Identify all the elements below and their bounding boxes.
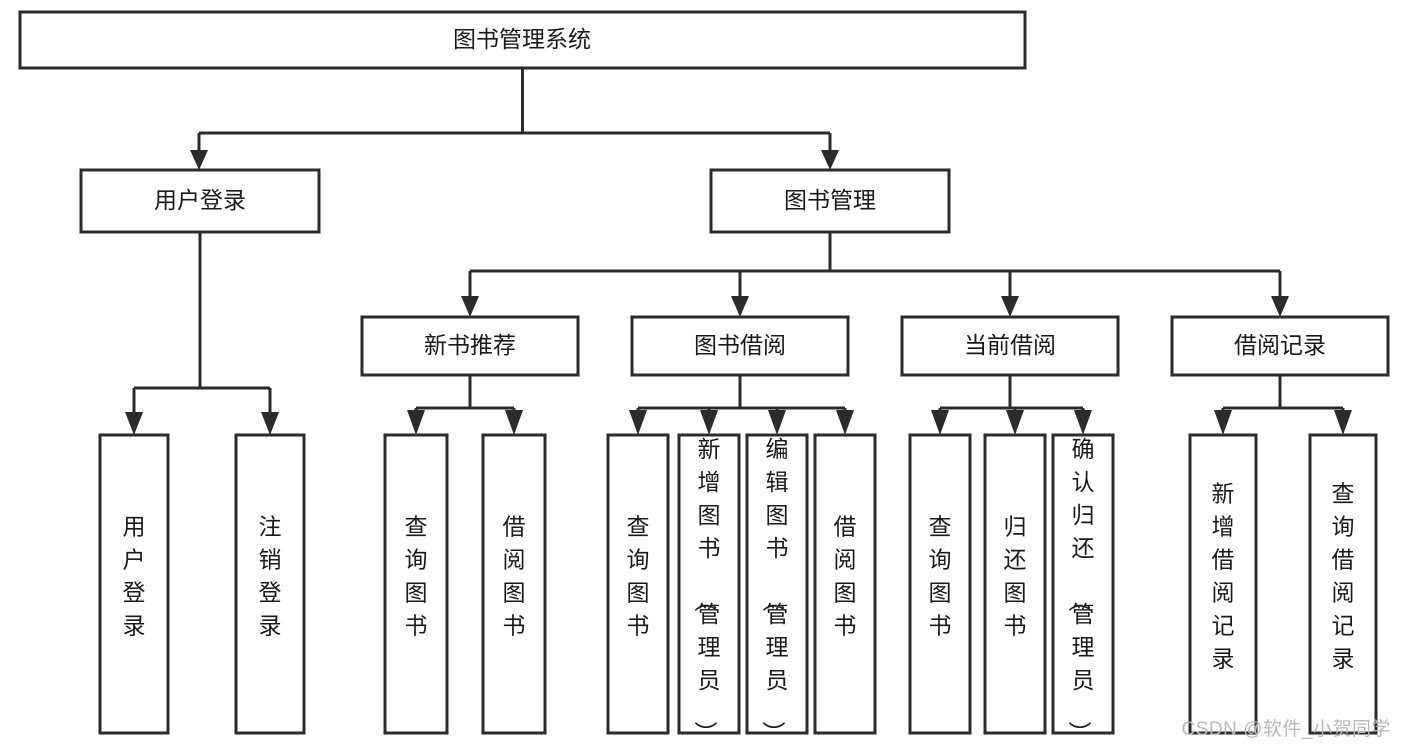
node-leaf-logout-label: 注销登录 <box>259 514 282 639</box>
node-leaf-user-login-box[interactable] <box>98 433 170 735</box>
arrow-head-leaf-confirm-return <box>1074 410 1092 435</box>
node-user-login[interactable]: 用户登录 <box>79 168 321 234</box>
arrow-head-leaf-borrow-book-2 <box>836 410 854 435</box>
arrow-head-leaf-add-book <box>700 410 718 435</box>
arrow-head-leaf-add-record <box>1214 410 1232 435</box>
node-root-label: 图书管理系统 <box>453 26 591 52</box>
node-leaf-query-book-2[interactable]: 查询图书 <box>606 433 670 735</box>
node-leaf-query-record-box[interactable] <box>1308 433 1378 735</box>
node-leaf-edit-book[interactable]: 编辑图书（管理员） <box>745 433 809 744</box>
node-leaf-confirm-return-box[interactable] <box>1051 433 1115 735</box>
node-new-book-recommend-box[interactable] <box>360 315 580 377</box>
arrow-head-leaf-user-login <box>125 412 143 435</box>
connector-group-root-to-level2 <box>190 68 839 170</box>
arrow-head-borrow-record <box>1271 296 1289 317</box>
node-leaf-return-book-label: 归还图书 <box>1004 514 1027 639</box>
arrow-head-leaf-logout <box>261 412 279 435</box>
node-leaf-confirm-return-label: 确认归还（管理员） <box>1067 436 1095 744</box>
arrow-head-book-manage <box>821 150 839 170</box>
node-leaf-confirm-return[interactable]: 确认归还（管理员） <box>1051 433 1115 744</box>
node-leaf-borrow-book-1-label: 借阅图书 <box>503 514 526 639</box>
leaf-node-layer: 用户登录 注销登录 查询图书 借阅图书 查询图书 新增图书（管理员） 编辑图书（管理员） 借阅… <box>98 433 1378 744</box>
connector-group-new-book-recommend-to-leaves <box>407 375 523 435</box>
arrow-head-user-login <box>190 150 208 170</box>
arrow-head-book-borrow <box>731 296 749 317</box>
node-user-login-box[interactable] <box>79 168 321 234</box>
node-leaf-borrow-book-2-box[interactable] <box>813 433 877 735</box>
node-leaf-return-book[interactable]: 归还图书 <box>983 433 1047 735</box>
node-current-borrow-box[interactable] <box>900 315 1120 377</box>
node-leaf-add-book-label: 新增图书（管理员） <box>693 436 721 744</box>
node-leaf-add-book-box[interactable] <box>677 433 741 735</box>
node-leaf-query-book-3-label: 查询图书 <box>929 514 952 639</box>
connector-group-book-borrow-to-leaves <box>629 375 854 435</box>
node-borrow-record-label: 借阅记录 <box>1234 332 1326 358</box>
node-borrow-record[interactable]: 借阅记录 <box>1170 315 1390 377</box>
node-current-borrow-label: 当前借阅 <box>964 332 1056 358</box>
connector-group-borrow-record-to-leaves <box>1214 375 1352 435</box>
node-new-book-recommend-label: 新书推荐 <box>424 332 516 358</box>
node-leaf-query-book-1[interactable]: 查询图书 <box>383 433 449 735</box>
node-user-login-label: 用户登录 <box>154 187 246 213</box>
node-leaf-query-book-3-box[interactable] <box>908 433 972 735</box>
node-leaf-borrow-book-1-box[interactable] <box>481 433 547 735</box>
node-leaf-query-book-2-label: 查询图书 <box>627 514 650 639</box>
node-leaf-logout-box[interactable] <box>234 433 306 735</box>
node-book-borrow[interactable]: 图书借阅 <box>630 315 850 377</box>
arrow-head-current-borrow <box>1001 296 1019 317</box>
node-leaf-edit-book-box[interactable] <box>745 433 809 735</box>
node-leaf-query-record-label: 查询借阅记录 <box>1332 481 1355 672</box>
node-current-borrow[interactable]: 当前借阅 <box>900 315 1120 377</box>
node-leaf-return-book-box[interactable] <box>983 433 1047 735</box>
node-new-book-recommend[interactable]: 新书推荐 <box>360 315 580 377</box>
arrow-head-leaf-query-book-1 <box>407 410 425 435</box>
node-leaf-add-record[interactable]: 新增借阅记录 <box>1188 433 1258 735</box>
node-borrow-record-box[interactable] <box>1170 315 1390 377</box>
node-book-borrow-label: 图书借阅 <box>694 332 786 358</box>
arrow-head-leaf-query-book-2 <box>629 410 647 435</box>
arrow-head-new-book-recommend <box>461 296 479 317</box>
node-leaf-borrow-book-2-label: 借阅图书 <box>834 514 857 639</box>
node-book-manage[interactable]: 图书管理 <box>709 168 951 234</box>
node-leaf-query-book-2-box[interactable] <box>606 433 670 735</box>
connector-group-user-login-to-leaves <box>125 232 279 435</box>
node-root-box[interactable] <box>18 10 1027 70</box>
node-book-manage-label: 图书管理 <box>784 187 876 213</box>
node-root[interactable]: 图书管理系统 <box>18 10 1027 70</box>
connector-group-current-borrow-to-leaves <box>931 375 1092 435</box>
arrow-head-leaf-query-book-3 <box>931 410 949 435</box>
node-book-borrow-box[interactable] <box>630 315 850 377</box>
node-leaf-user-login-label: 用户登录 <box>123 514 146 639</box>
node-leaf-add-book[interactable]: 新增图书（管理员） <box>677 433 741 744</box>
connector-group-book-manage-to-level3 <box>461 232 1289 317</box>
arrow-head-leaf-borrow-book-1 <box>505 410 523 435</box>
node-leaf-borrow-book-2[interactable]: 借阅图书 <box>813 433 877 735</box>
node-leaf-borrow-book-1[interactable]: 借阅图书 <box>481 433 547 735</box>
node-book-manage-box[interactable] <box>709 168 951 234</box>
node-leaf-query-book-1-label: 查询图书 <box>405 514 428 639</box>
node-leaf-add-record-label: 新增借阅记录 <box>1212 481 1235 672</box>
node-leaf-query-record[interactable]: 查询借阅记录 <box>1308 433 1378 735</box>
node-leaf-user-login[interactable]: 用户登录 <box>98 433 170 735</box>
node-leaf-logout[interactable]: 注销登录 <box>234 433 306 735</box>
node-leaf-query-book-1-box[interactable] <box>383 433 449 735</box>
arrow-head-leaf-return-book <box>1006 410 1024 435</box>
node-leaf-query-book-3[interactable]: 查询图书 <box>908 433 972 735</box>
node-leaf-add-record-box[interactable] <box>1188 433 1258 735</box>
node-leaf-edit-book-label: 编辑图书（管理员） <box>761 436 789 744</box>
arrow-head-leaf-edit-book <box>768 410 786 435</box>
arrow-head-leaf-query-record <box>1334 410 1352 435</box>
